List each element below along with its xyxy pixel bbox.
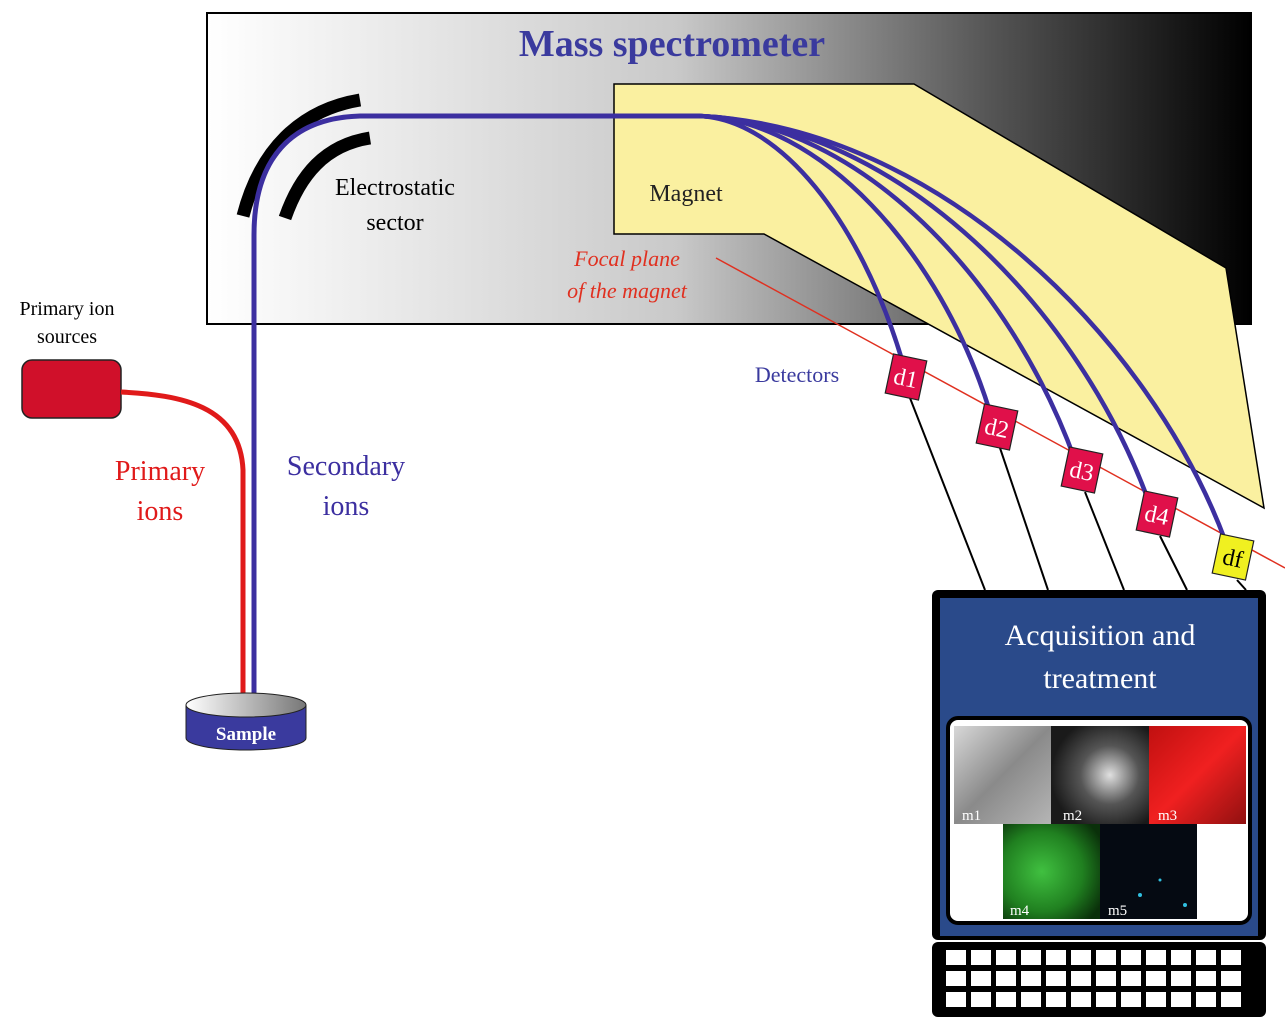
secondary-ions-label-line2: ions: [323, 491, 370, 522]
cable-d2: [999, 447, 1049, 591]
secondary-ions-label-line1: Secondary: [287, 451, 405, 482]
detector-d1-label: d1: [891, 364, 920, 394]
keyboard-key: [1071, 950, 1091, 965]
keyboard-key: [971, 971, 991, 986]
image-m1: m1: [954, 726, 1051, 824]
image-m5: m5: [1100, 824, 1197, 919]
secondary-ion-beam: [251, 113, 700, 700]
focal-plane-label-line1: Focal plane: [573, 246, 680, 271]
sample-label: Sample: [216, 724, 276, 745]
primary-ion-source: [21, 359, 122, 419]
keyboard-key: [1046, 971, 1066, 986]
keyboard-key: [1221, 992, 1241, 1007]
keyboard-key: [946, 971, 966, 986]
primary-ions-label-line1: Primary: [115, 456, 205, 487]
keyboard-key: [971, 950, 991, 965]
acquisition-title-line2: treatment: [1043, 662, 1157, 695]
keyboard-key: [1021, 992, 1041, 1007]
keyboard-key: [971, 992, 991, 1007]
keyboard-key: [1071, 992, 1091, 1007]
keyboard-key: [1021, 971, 1041, 986]
keyboard-key: [1096, 971, 1116, 986]
primary-ion-beam: [120, 389, 246, 700]
beam-to-d1: [699, 113, 905, 361]
image-m1-label: m1: [962, 808, 981, 824]
detector-d1: d1: [884, 353, 928, 401]
detector-d2-label: d2: [982, 414, 1011, 444]
computer: Acquisition and treatment m1 m2 m3 m4 m5: [932, 590, 1266, 1017]
keyboard-key: [1171, 992, 1191, 1007]
keyboard-key: [1096, 992, 1116, 1007]
keyboard-key: [996, 992, 1016, 1007]
electrostatic-sector-label-line2: sector: [366, 210, 423, 236]
keyboard-key: [1196, 992, 1216, 1007]
detectors-label: Detectors: [755, 362, 839, 387]
electrostatic-sector-label-line1: Electrostatic: [335, 175, 455, 201]
image-m4-label: m4: [1010, 903, 1030, 919]
keyboard-key: [1046, 950, 1066, 965]
detector-d3-label: d3: [1067, 457, 1096, 487]
cable-d4: [1159, 535, 1188, 591]
keyboard-key: [996, 950, 1016, 965]
keyboard-key: [1121, 992, 1141, 1007]
image-m5-label: m5: [1108, 903, 1127, 919]
detector-d3: d3: [1060, 446, 1104, 494]
detector-d2: d2: [975, 403, 1019, 451]
keyboard-key: [1071, 971, 1091, 986]
keyboard-keys: [946, 950, 1241, 1007]
keyboard-key: [1021, 950, 1041, 965]
primary-source-label-line2: sources: [37, 326, 97, 348]
image-m3: m3: [1149, 726, 1246, 824]
keyboard-key: [1121, 971, 1141, 986]
mass-spectrometer-title: Mass spectrometer: [519, 23, 825, 65]
keyboard-key: [1221, 950, 1241, 965]
acquisition-title-line1: Acquisition and: [1005, 619, 1196, 652]
primary-source-label-line1: Primary ion: [20, 298, 115, 320]
primary-ions-label-line2: ions: [137, 496, 184, 527]
keyboard-key: [946, 950, 966, 965]
keyboard-key: [1146, 950, 1166, 965]
keyboard-key: [1096, 950, 1116, 965]
detector-df: df: [1211, 533, 1255, 581]
keyboard-key: [1196, 971, 1216, 986]
image-m2: m2: [1051, 726, 1149, 824]
keyboard-key: [1221, 971, 1241, 986]
keyboard-key: [1046, 992, 1066, 1007]
keyboard-key: [1121, 950, 1141, 965]
beam-to-df: [699, 113, 1228, 541]
image-m3-label: m3: [1158, 808, 1177, 824]
focal-plane-label-line2: of the magnet: [567, 278, 688, 303]
keyboard-key: [1146, 971, 1166, 986]
keyboard-key: [946, 992, 966, 1007]
sample: Sample: [185, 692, 307, 751]
keyboard-key: [1146, 992, 1166, 1007]
keyboard-key: [996, 971, 1016, 986]
keyboard-key: [1171, 950, 1191, 965]
cable-df: [1236, 579, 1247, 591]
keyboard-key: [1196, 950, 1216, 965]
keyboard-key: [1171, 971, 1191, 986]
detector-d4: d4: [1135, 490, 1179, 538]
image-m2-label: m2: [1063, 808, 1082, 824]
magnet-label: Magnet: [649, 181, 723, 207]
electrostatic-sector-inner-plate: [278, 131, 372, 221]
cable-d3: [1084, 491, 1125, 591]
cable-d1: [909, 397, 986, 591]
detector-d4-label: d4: [1142, 501, 1171, 531]
image-m4: m4: [1003, 824, 1100, 919]
electrostatic-sector-outer-plate: [236, 93, 362, 218]
